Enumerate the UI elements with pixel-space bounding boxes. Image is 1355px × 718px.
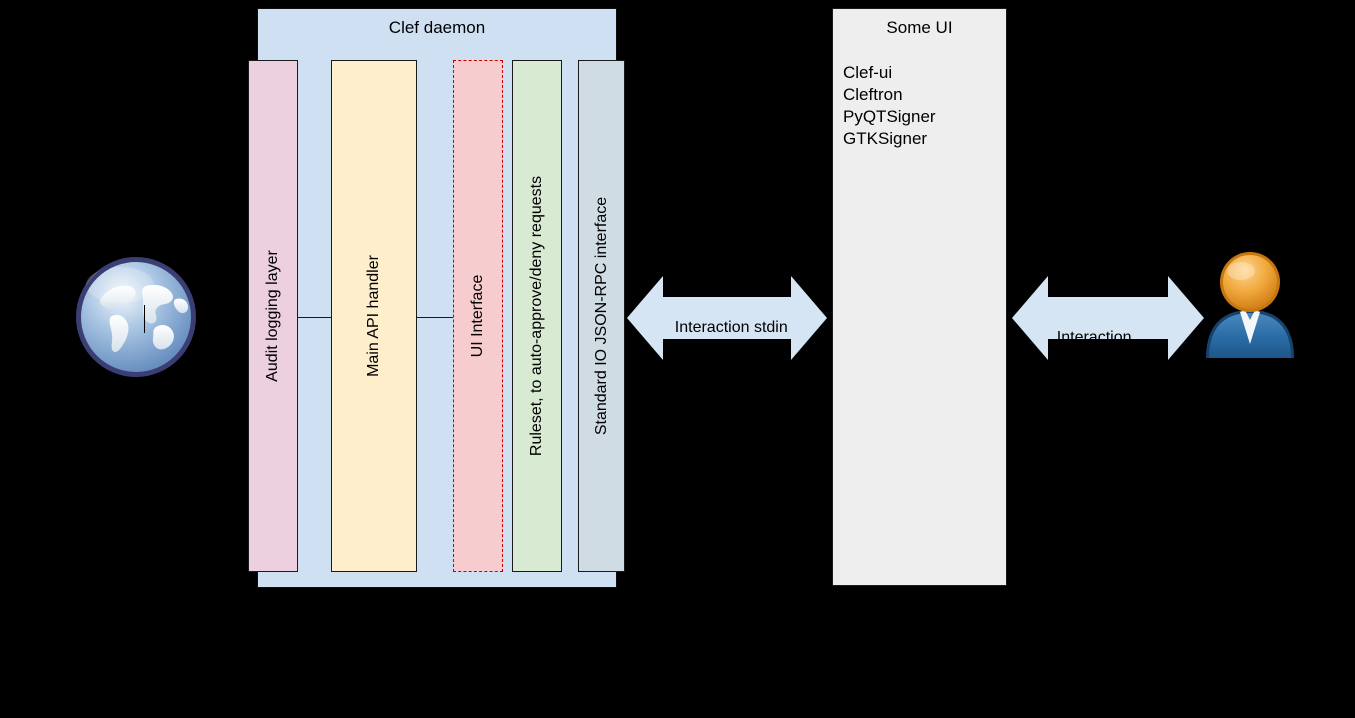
some-ui-panel bbox=[832, 8, 1007, 586]
arrow-interaction bbox=[1012, 270, 1204, 366]
arrow-stdin-stdout-line2: / stdout bbox=[674, 361, 728, 378]
some-ui-list: Clef-ui Cleftron PyQTSigner GTKSigner bbox=[843, 62, 1003, 150]
connector-audit-to-api bbox=[297, 317, 332, 318]
globe-connector-tick bbox=[144, 305, 145, 333]
clef-daemon-container bbox=[257, 8, 617, 588]
box-audit-logging-layer[interactable]: Audit logging layer bbox=[248, 60, 298, 572]
box-ruleset[interactable]: Ruleset, to auto-approve/deny requests bbox=[512, 60, 562, 572]
box-ui-interface-label: UI Interface bbox=[469, 274, 486, 358]
arrow-interaction-label: Interaction bbox=[1039, 306, 1209, 369]
list-item: GTKSigner bbox=[843, 129, 928, 148]
arrow-stdin-stdout-label: Interaction stdin / stdout bbox=[657, 296, 827, 401]
arrow-stdin-stdout bbox=[627, 270, 827, 366]
user-icon bbox=[1200, 248, 1300, 360]
box-audit-logging-layer-label: Audit logging layer bbox=[264, 250, 281, 382]
list-item: Cleftron bbox=[843, 85, 903, 104]
arrow-interaction-line1: Interaction bbox=[1056, 329, 1132, 346]
globe-icon bbox=[72, 253, 200, 381]
clef-daemon-title: Clef daemon bbox=[388, 18, 486, 37]
box-main-api-handler-label: Main API handler bbox=[365, 255, 382, 377]
box-main-api-handler[interactable]: Main API handler bbox=[331, 60, 417, 572]
box-ruleset-label: Ruleset, to auto-approve/deny requests bbox=[528, 175, 545, 457]
some-ui-title: Some UI bbox=[886, 18, 953, 37]
arrow-stdin-stdout-line1: Interaction stdin bbox=[674, 319, 788, 336]
box-standard-io-json-rpc-label: Standard IO JSON-RPC interface bbox=[592, 196, 610, 436]
box-ui-interface[interactable]: UI Interface bbox=[453, 60, 503, 572]
connector-api-to-ui bbox=[416, 317, 454, 318]
box-standard-io-json-rpc[interactable]: Standard IO JSON-RPC interface bbox=[578, 60, 625, 572]
list-item: PyQTSigner bbox=[843, 107, 936, 126]
list-item: Clef-ui bbox=[843, 63, 893, 82]
